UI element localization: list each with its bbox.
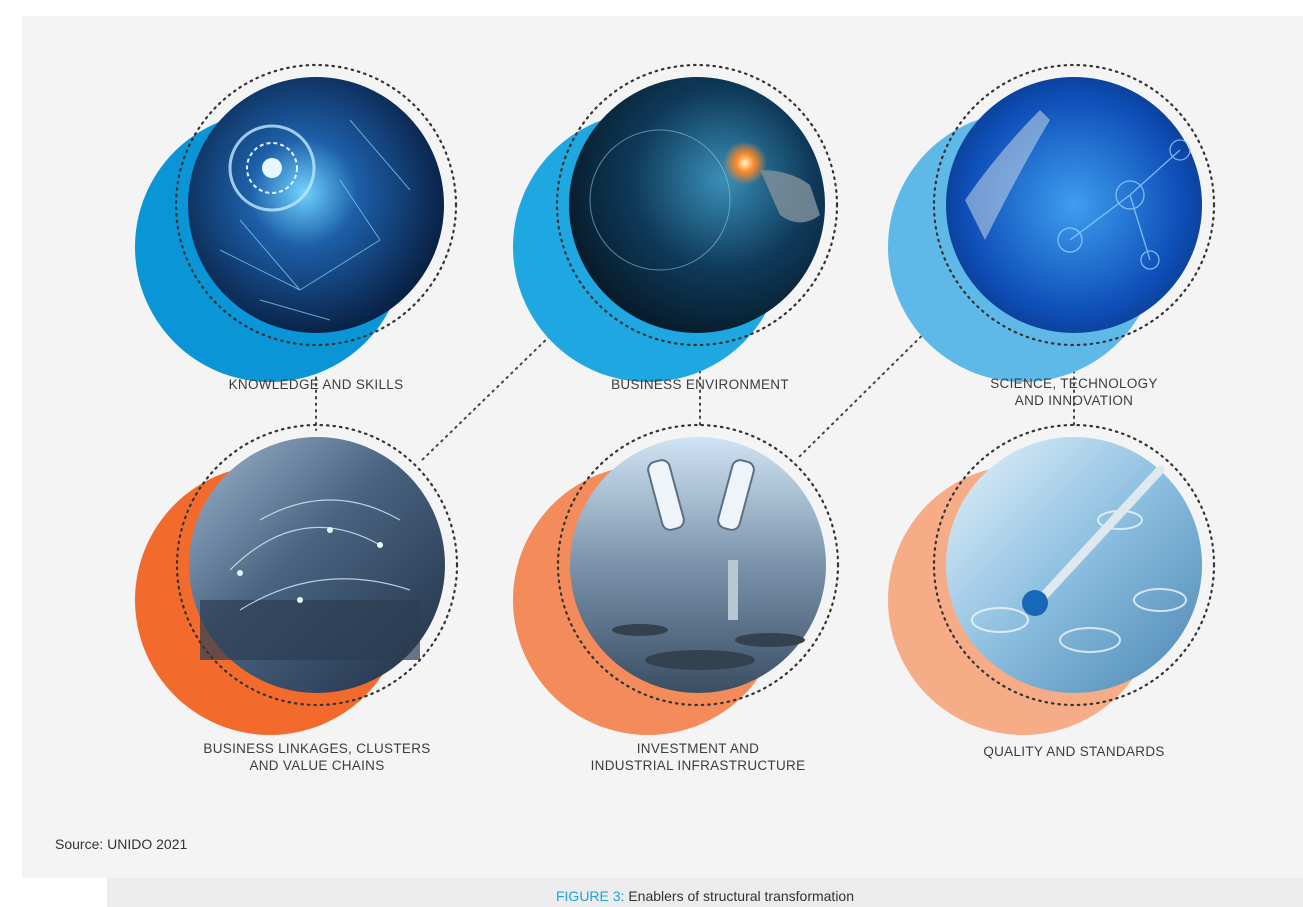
enabler-label-science: SCIENCE, TECHNOLOGY AND INNOVATION xyxy=(990,376,1158,408)
hand-digital-interface-image xyxy=(946,77,1202,333)
figure-number: FIGURE 3: xyxy=(555,888,625,904)
enabler-label-business-environment: BUSINESS ENVIRONMENT xyxy=(611,377,789,392)
world-map-port-image xyxy=(189,437,445,693)
enabler-investment-infrastructure xyxy=(513,423,840,735)
enabler-knowledge-skills xyxy=(135,63,458,382)
source-note: Source: UNIDO 2021 xyxy=(55,836,188,852)
connector-line xyxy=(797,299,959,459)
ai-head-network-image xyxy=(188,77,444,333)
globe-finger-touch-image xyxy=(569,77,825,333)
lab-pipette-tubes-image xyxy=(946,437,1202,693)
enabler-label-knowledge: KNOWLEDGE AND SKILLS xyxy=(228,377,404,392)
figure-title: Enablers of structural transformation xyxy=(628,888,854,904)
enabler-business-environment xyxy=(513,63,839,382)
enabler-science-technology xyxy=(888,63,1216,382)
robotic-arm-factory-image xyxy=(570,437,826,693)
enabler-business-linkages xyxy=(135,423,459,735)
enabler-label-business-linkages: BUSINESS LINKAGES, CLUSTERS AND VALUE CH… xyxy=(203,741,431,773)
caption-bar: FIGURE 3: Enablers of structural transfo… xyxy=(107,878,1303,907)
enabler-quality-standards xyxy=(888,423,1216,735)
figure-caption: FIGURE 3: Enablers of structural transfo… xyxy=(107,888,1303,904)
enabler-label-quality: QUALITY AND STANDARDS xyxy=(983,744,1165,759)
enabler-label-investment: INVESTMENT AND INDUSTRIAL INFRASTRUCTURE xyxy=(590,741,806,773)
